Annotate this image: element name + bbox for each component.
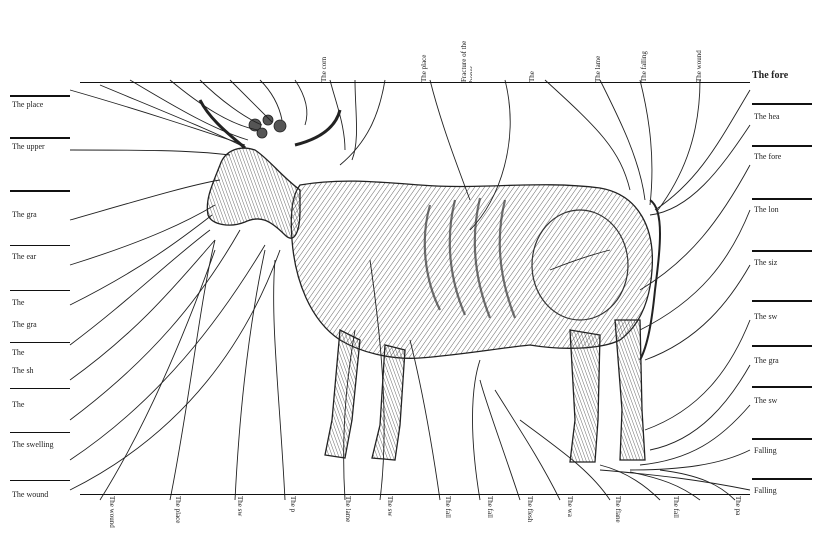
label-left-3: The gra: [12, 210, 70, 219]
label-top-10: The place: [420, 30, 432, 82]
rule: [752, 103, 812, 105]
label-left-5: The: [12, 298, 70, 307]
label-left-4: The ear: [12, 252, 70, 261]
rule: [80, 494, 750, 495]
label-bottom-7: The fall: [440, 496, 452, 556]
rule: [752, 345, 812, 347]
rule: [752, 386, 812, 388]
label-right-9: Falling: [754, 446, 812, 455]
rule: [10, 245, 70, 246]
label-bottom-3: The sw: [232, 496, 244, 556]
label-bottom-4: The p: [285, 496, 297, 556]
label-top-13: The lame: [594, 30, 606, 82]
label-bottom-11: The flane: [610, 496, 622, 556]
label-bottom-6: The sw: [382, 496, 394, 556]
label-bottom-1: The wound: [104, 496, 116, 556]
label-bottom-8: The fall: [482, 496, 494, 556]
label-bottom-10: The wa: [562, 496, 574, 556]
label-right-8: The sw: [754, 396, 812, 405]
label-top-11: Fracture of the bones: [460, 30, 472, 82]
label-left-6: The gra: [12, 320, 70, 329]
label-left-7: The: [12, 348, 70, 357]
rule: [10, 480, 70, 481]
rule: [752, 478, 812, 480]
rule: [10, 388, 70, 389]
label-bottom-12: The fall: [668, 496, 680, 556]
label-right-10: Falling: [754, 486, 812, 495]
rule: [752, 250, 812, 252]
label-top-6: The corn: [320, 30, 332, 82]
label-right-4: The lon: [754, 205, 812, 214]
rule: [10, 290, 70, 291]
label-left-1: The place: [12, 100, 70, 109]
rule: [10, 137, 70, 139]
rule: [752, 300, 812, 302]
label-right-5: The siz: [754, 258, 812, 267]
label-bottom-13: The pa: [730, 496, 742, 556]
label-left-10: The swelling: [12, 440, 70, 449]
label-right-6: The sw: [754, 312, 812, 321]
rule: [10, 95, 70, 97]
ox-head: [207, 148, 300, 238]
label-bottom-9: The flesh: [522, 496, 534, 556]
label-bottom-2: The place: [170, 496, 182, 556]
forelock: [249, 115, 286, 138]
label-right-3: The fore: [754, 152, 812, 161]
rule: [752, 198, 812, 200]
label-top-14: The falling: [640, 30, 652, 82]
rule: [10, 342, 70, 343]
label-right-2: The hea: [754, 112, 812, 121]
label-right-1: The fore: [752, 70, 812, 81]
label-bottom-5: The lame: [340, 496, 352, 556]
rule: [80, 82, 750, 83]
ox-body: [291, 181, 652, 358]
rule: [10, 190, 70, 192]
label-top-15: The wound: [695, 30, 707, 82]
label-top-12: The: [528, 30, 540, 82]
rule: [752, 145, 812, 147]
label-left-2: The upper: [12, 142, 70, 151]
label-left-11: The wound: [12, 490, 70, 499]
rule: [10, 432, 70, 433]
label-right-7: The gra: [754, 356, 812, 365]
rule: [752, 438, 812, 440]
label-left-9: The: [12, 400, 70, 409]
label-left-8: The sh: [12, 366, 70, 375]
